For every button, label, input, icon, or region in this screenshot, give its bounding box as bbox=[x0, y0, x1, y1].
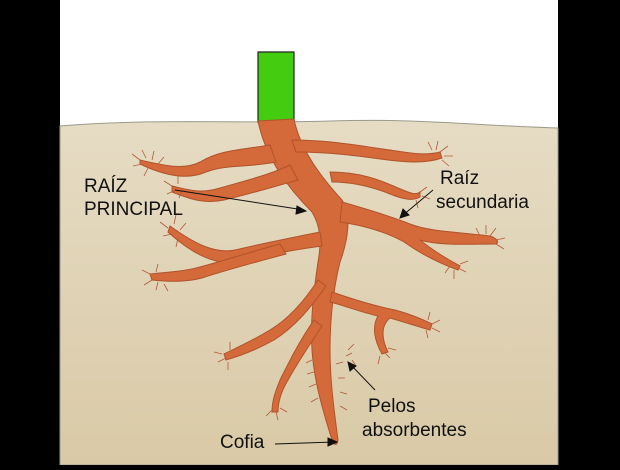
label-main-root-line1: RAÍZ bbox=[84, 176, 128, 197]
branch-right-thin bbox=[329, 171, 421, 200]
arrow-main-root bbox=[174, 189, 305, 211]
branch-upper-right bbox=[291, 139, 443, 163]
branch-lower-right bbox=[329, 291, 433, 355]
leader-lines bbox=[174, 189, 434, 447]
arrow-root-hairs bbox=[349, 363, 376, 391]
label-root-cap: Cofia bbox=[220, 432, 265, 453]
branch-lower-left-2 bbox=[271, 319, 323, 413]
plant-stem bbox=[257, 51, 295, 123]
branch-upper-left bbox=[139, 144, 277, 177]
arrow-secondary-root bbox=[401, 189, 434, 217]
root-system bbox=[139, 118, 499, 445]
label-main-root-line2: PRINCIPAL bbox=[84, 199, 183, 220]
label-root-hairs-line2: absorbentes bbox=[362, 420, 467, 441]
branch-right-secondary bbox=[339, 201, 499, 271]
label-secondary-root-line1: Raíz bbox=[440, 168, 479, 189]
branch-lower-left bbox=[223, 279, 327, 361]
arrow-root-cap bbox=[274, 441, 335, 445]
label-root-hairs-line1: Pelos bbox=[368, 396, 416, 417]
root-hairs bbox=[131, 140, 506, 421]
label-secondary-root-line2: secundaria bbox=[436, 192, 529, 213]
